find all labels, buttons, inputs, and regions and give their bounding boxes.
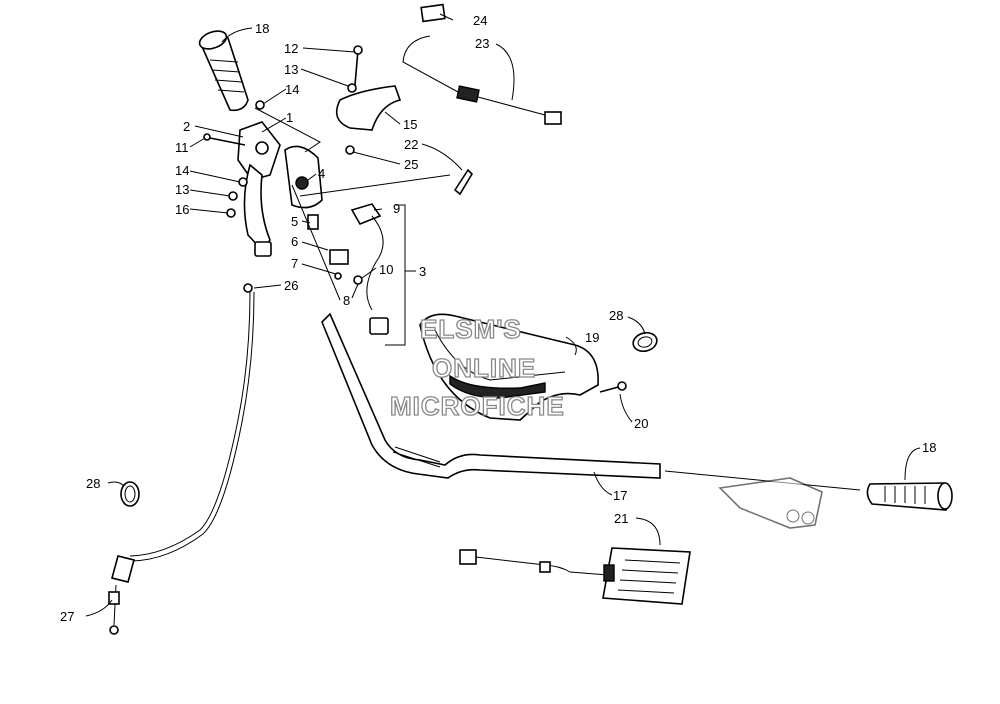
group-brackets <box>254 107 416 346</box>
callout-13-top: 13 <box>284 62 298 77</box>
watermark: ELSM'S ONLINE MICROFICHE <box>389 313 565 421</box>
callout-23: 23 <box>475 36 489 51</box>
callout-17: 17 <box>613 488 627 503</box>
pin <box>299 168 474 197</box>
callout-19: 19 <box>585 330 599 345</box>
callout-15: 15 <box>403 117 417 132</box>
heater-element <box>459 547 691 605</box>
handlebar <box>321 312 861 491</box>
callout-6: 6 <box>291 234 298 249</box>
callout-9: 9 <box>393 201 400 216</box>
handlebar-pad <box>419 313 599 421</box>
throttle-cable <box>108 283 255 635</box>
callout-26: 26 <box>284 278 298 293</box>
callout-3: 3 <box>419 264 426 279</box>
callout-14-top: 14 <box>285 82 299 97</box>
callout-22: 22 <box>404 137 418 152</box>
watermark-line-1: ELSM'S <box>420 314 522 344</box>
clamp-left <box>120 481 140 507</box>
callout-14-left: 14 <box>175 163 189 178</box>
callout-5: 5 <box>291 214 298 229</box>
clamp-right <box>632 331 658 353</box>
callout-2: 2 <box>183 119 190 134</box>
lever-mount <box>335 45 402 155</box>
callout-28-left: 28 <box>86 476 100 491</box>
callout-25: 25 <box>404 157 418 172</box>
left-grip <box>198 30 249 112</box>
callout-10: 10 <box>379 262 393 277</box>
callout-4: 4 <box>318 166 325 181</box>
callout-1: 1 <box>286 110 293 125</box>
callout-12: 12 <box>284 41 298 56</box>
callout-11: 11 <box>175 140 189 155</box>
callout-18-right: 18 <box>922 440 936 455</box>
watermark-line-3: MICROFICHE <box>390 391 565 421</box>
callout-28-right: 28 <box>609 308 623 323</box>
callout-24: 24 <box>473 13 487 28</box>
callout-8: 8 <box>343 293 350 308</box>
throttle-assembly <box>237 121 389 335</box>
right-control-housing <box>718 477 823 529</box>
right-grip <box>866 482 953 511</box>
leader-lines <box>85 13 921 617</box>
callout-labels: 18 12 13 14 1 2 11 14 13 16 4 5 6 7 8 9 … <box>60 13 936 624</box>
heater-cable-upper <box>402 3 562 125</box>
callout-13-left: 13 <box>175 182 189 197</box>
callout-7: 7 <box>291 256 298 271</box>
callout-16: 16 <box>175 202 189 217</box>
callout-21: 21 <box>614 511 628 526</box>
callout-18-left: 18 <box>255 21 269 36</box>
watermark-line-2: ONLINE <box>432 353 536 383</box>
callout-27: 27 <box>60 609 74 624</box>
screw <box>599 381 627 393</box>
callout-20: 20 <box>634 416 648 431</box>
